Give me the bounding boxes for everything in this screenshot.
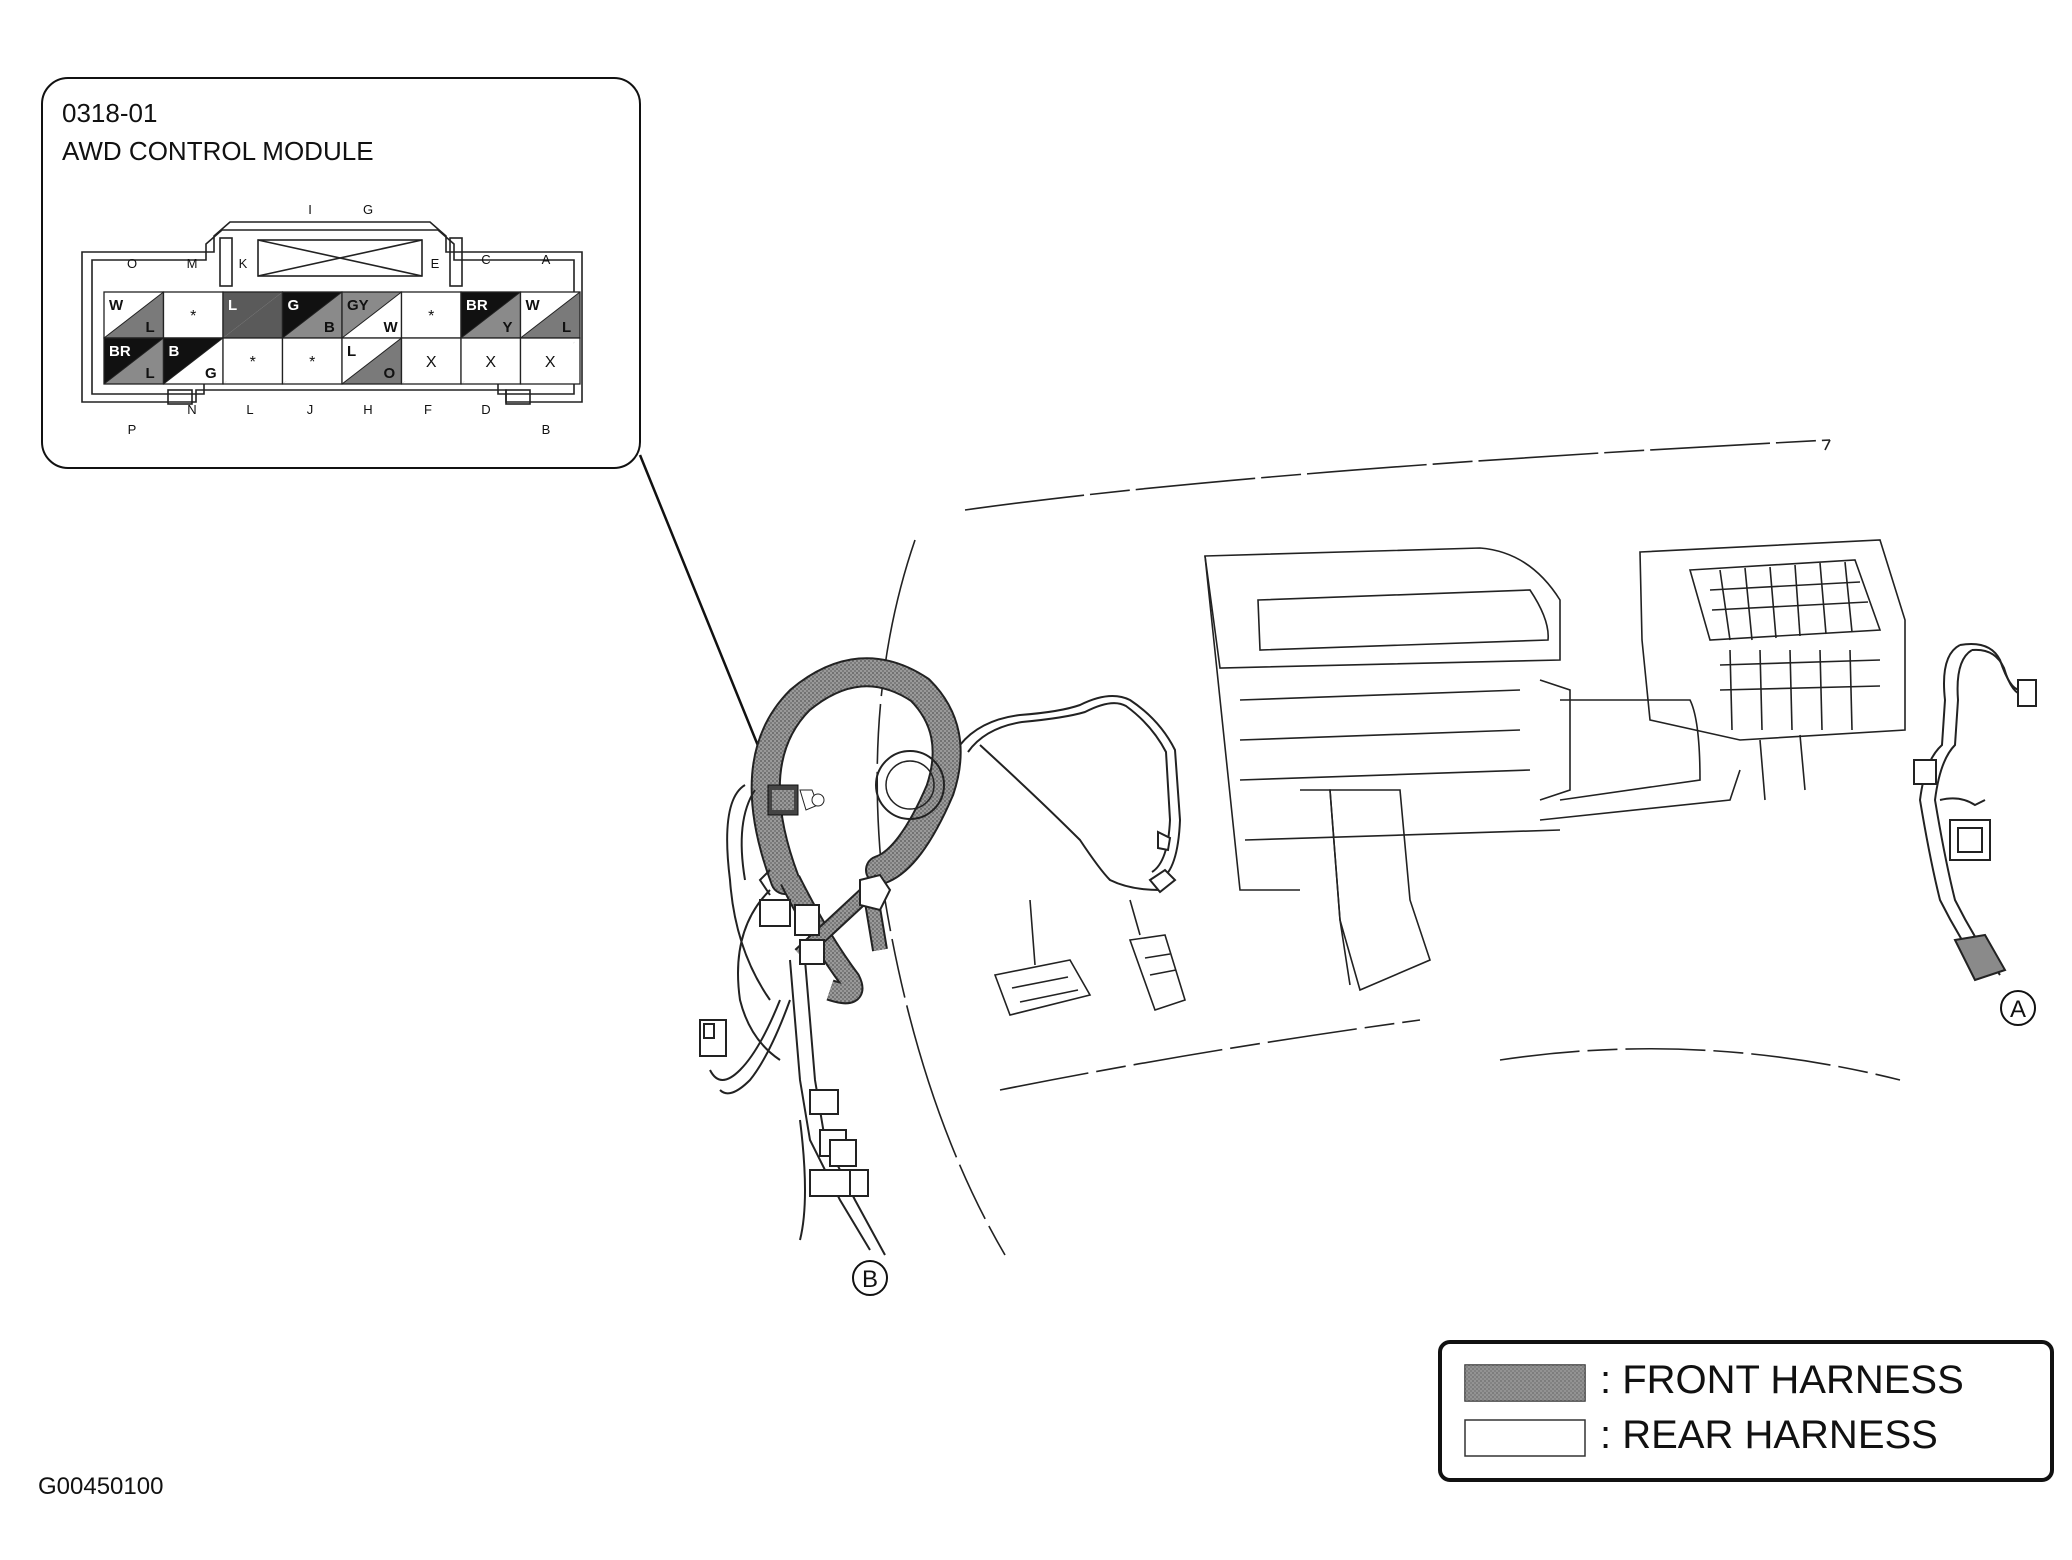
pin-color-top: L [347, 343, 356, 360]
pin-cell: * [162, 291, 224, 339]
pin-color-top: GY [347, 297, 369, 314]
pin-cell: X [400, 337, 462, 385]
center-console [1204, 547, 1741, 992]
pin-cell: X [460, 337, 522, 385]
pin-cell: X [519, 337, 581, 385]
callout-a: A [2000, 990, 2036, 1026]
pin-label-top: M [187, 256, 198, 271]
pin-label-bottom: H [363, 402, 372, 417]
pin-cell: * [222, 337, 284, 385]
figure-id: G00450100 [38, 1473, 163, 1500]
pin-cell: WL [103, 291, 165, 339]
pin-label-top: C [481, 252, 490, 267]
pedals [993, 899, 1186, 1016]
pin-color-bottom: L [146, 365, 155, 382]
pin-color-top: W [526, 297, 541, 314]
pin-label-top: A [542, 252, 551, 267]
pin-mark: X [485, 354, 496, 371]
pin-mark: X [545, 354, 556, 371]
pin-cell: BG [162, 337, 224, 385]
pin-label-top: E [431, 256, 440, 271]
pin-label-bottom: L [246, 402, 253, 417]
pin-color-top: W [109, 297, 124, 314]
dashboard-illustration [876, 439, 1906, 1256]
rear-harness-swatch [1464, 1419, 1586, 1457]
pin-cell: * [400, 291, 462, 339]
front-harness [750, 657, 962, 1005]
pin-mark: * [190, 308, 196, 325]
inset-code: 0318-01 [62, 98, 157, 128]
pin-mark: * [428, 308, 434, 325]
pin-label-top: I [308, 202, 312, 217]
pin-labels: O M K I G E C A P N L J H F D B [127, 202, 551, 437]
legend: : FRONT HARNESS : REAR HARNESS [1438, 1340, 2054, 1482]
pin-cell: BR L [103, 337, 165, 385]
pin-color-bottom: B [324, 319, 335, 336]
pin-label-bottom: B [542, 422, 551, 437]
pin-label-bottom: P [128, 422, 137, 437]
pin-color-top: BR [109, 343, 131, 360]
rear-harness [699, 643, 2037, 1256]
pin-color-bottom: Y [503, 319, 513, 336]
vent-grille [1639, 539, 1906, 801]
pin-cell: GY W [341, 291, 403, 339]
inset-title: AWD CONTROL MODULE [62, 136, 374, 166]
pin-cell: LO [341, 337, 403, 385]
pin-cell: WL [519, 291, 581, 339]
pin-mark: * [250, 354, 256, 371]
pin-label-bottom: N [187, 402, 196, 417]
pin-cell: * [281, 337, 343, 385]
pin-color-top: G [288, 297, 300, 314]
pin-label-top: K [239, 256, 248, 271]
pin-color-bottom: W [384, 319, 399, 336]
callout-b: B [852, 1260, 888, 1296]
pin-label-top: O [127, 256, 137, 271]
callout-a-label: A [2010, 996, 2026, 1023]
pin-cell: L [222, 291, 284, 339]
callout-b-label: B [862, 1266, 878, 1293]
pin-mark: * [309, 354, 315, 371]
pin-color-top: L [228, 297, 237, 314]
pin-color-bottom: L [146, 319, 155, 336]
pin-cell: GB [281, 291, 343, 339]
pin-label-bottom: D [481, 402, 490, 417]
pin-cell: BR Y [460, 291, 522, 339]
front-harness-label: : FRONT HARNESS [1600, 1358, 1964, 1402]
pin-color-bottom: L [562, 319, 571, 336]
pin-color-top: B [169, 343, 180, 360]
pin-label-bottom: F [424, 402, 432, 417]
pin-color-top: BR [466, 297, 488, 314]
connector-housing [81, 221, 583, 405]
pin-label-bottom: J [307, 402, 314, 417]
pin-label-top: G [363, 202, 373, 217]
pin-color-bottom: O [384, 365, 396, 382]
pin-color-bottom: G [205, 365, 217, 382]
rear-harness-label: : REAR HARNESS [1600, 1413, 1938, 1457]
legend-frame [1438, 1340, 2054, 1482]
leader-line [638, 454, 782, 801]
pin-mark: X [426, 354, 437, 371]
